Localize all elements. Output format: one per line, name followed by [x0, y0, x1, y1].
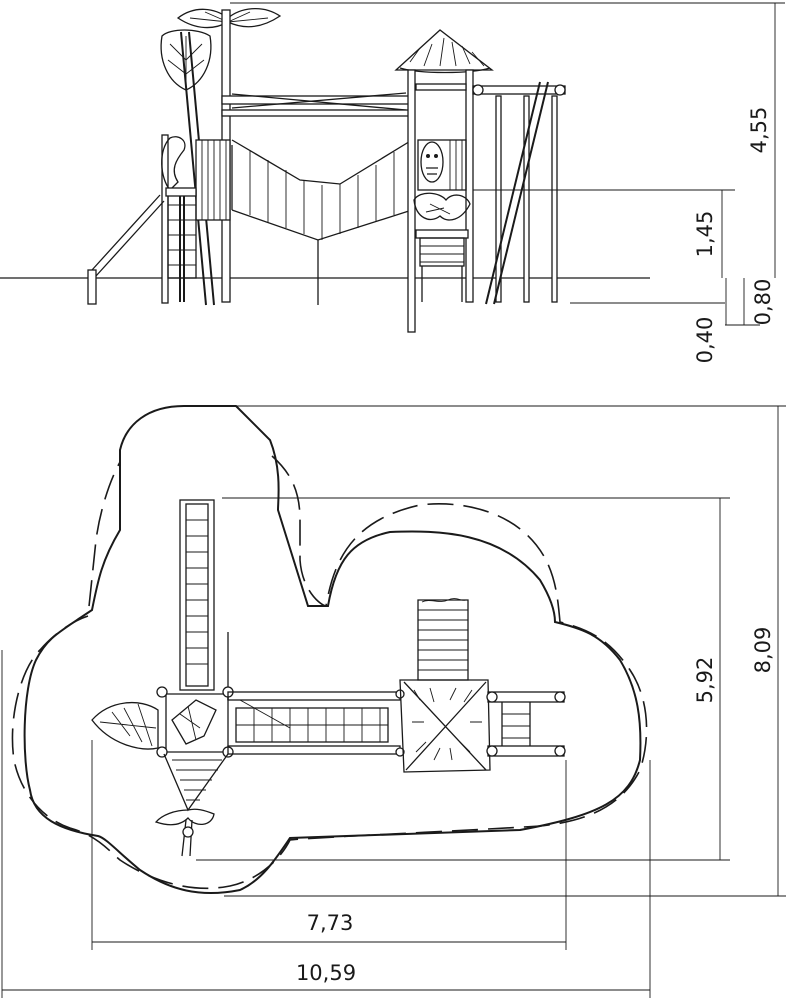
plan-plank-ramp	[417, 598, 469, 681]
inner-depth-label: 0,40	[693, 317, 717, 364]
left-ladder	[165, 187, 197, 279]
thatched-roof	[394, 29, 494, 74]
right-tower-posts	[407, 69, 474, 333]
plan-palm-top	[154, 808, 215, 857]
plan-climbing-ladder	[486, 691, 566, 757]
palm-leaf-shield	[160, 29, 212, 91]
elevation-dimension-lines	[230, 2, 785, 326]
inner-depth-plan-label: 5,92	[693, 657, 717, 704]
safety-zone-outer	[23, 405, 642, 895]
outer-depth-plan-label: 8,09	[751, 627, 775, 674]
plan-right-tower-roof	[399, 679, 491, 773]
left-tower-panel	[161, 136, 231, 221]
foundation-depth-label: 0,80	[751, 279, 775, 326]
outer-width-plan-label: 10,59	[296, 961, 356, 985]
tiki-mask	[413, 139, 471, 221]
safety-zone-dashed	[11, 455, 648, 890]
rope-bridge	[231, 139, 413, 305]
platform-height-label: 1,45	[693, 211, 717, 258]
plan-triangle-ladder	[163, 753, 229, 812]
inner-width-plan-label: 7,73	[307, 911, 354, 935]
palm-canopy-top	[176, 8, 282, 29]
plan-left-tower	[156, 686, 234, 758]
left-slide	[87, 194, 165, 305]
climbing-frame	[472, 81, 566, 305]
right-tower-steps	[415, 229, 469, 302]
total-height-label: 4,55	[747, 107, 771, 154]
upper-crossbeams	[221, 92, 413, 117]
elevation-view	[0, 2, 785, 333]
plan-leaf-panel	[91, 701, 159, 750]
plan-net-bridge	[227, 689, 405, 757]
plan-slide	[179, 499, 229, 700]
plan-view	[1, 405, 786, 998]
